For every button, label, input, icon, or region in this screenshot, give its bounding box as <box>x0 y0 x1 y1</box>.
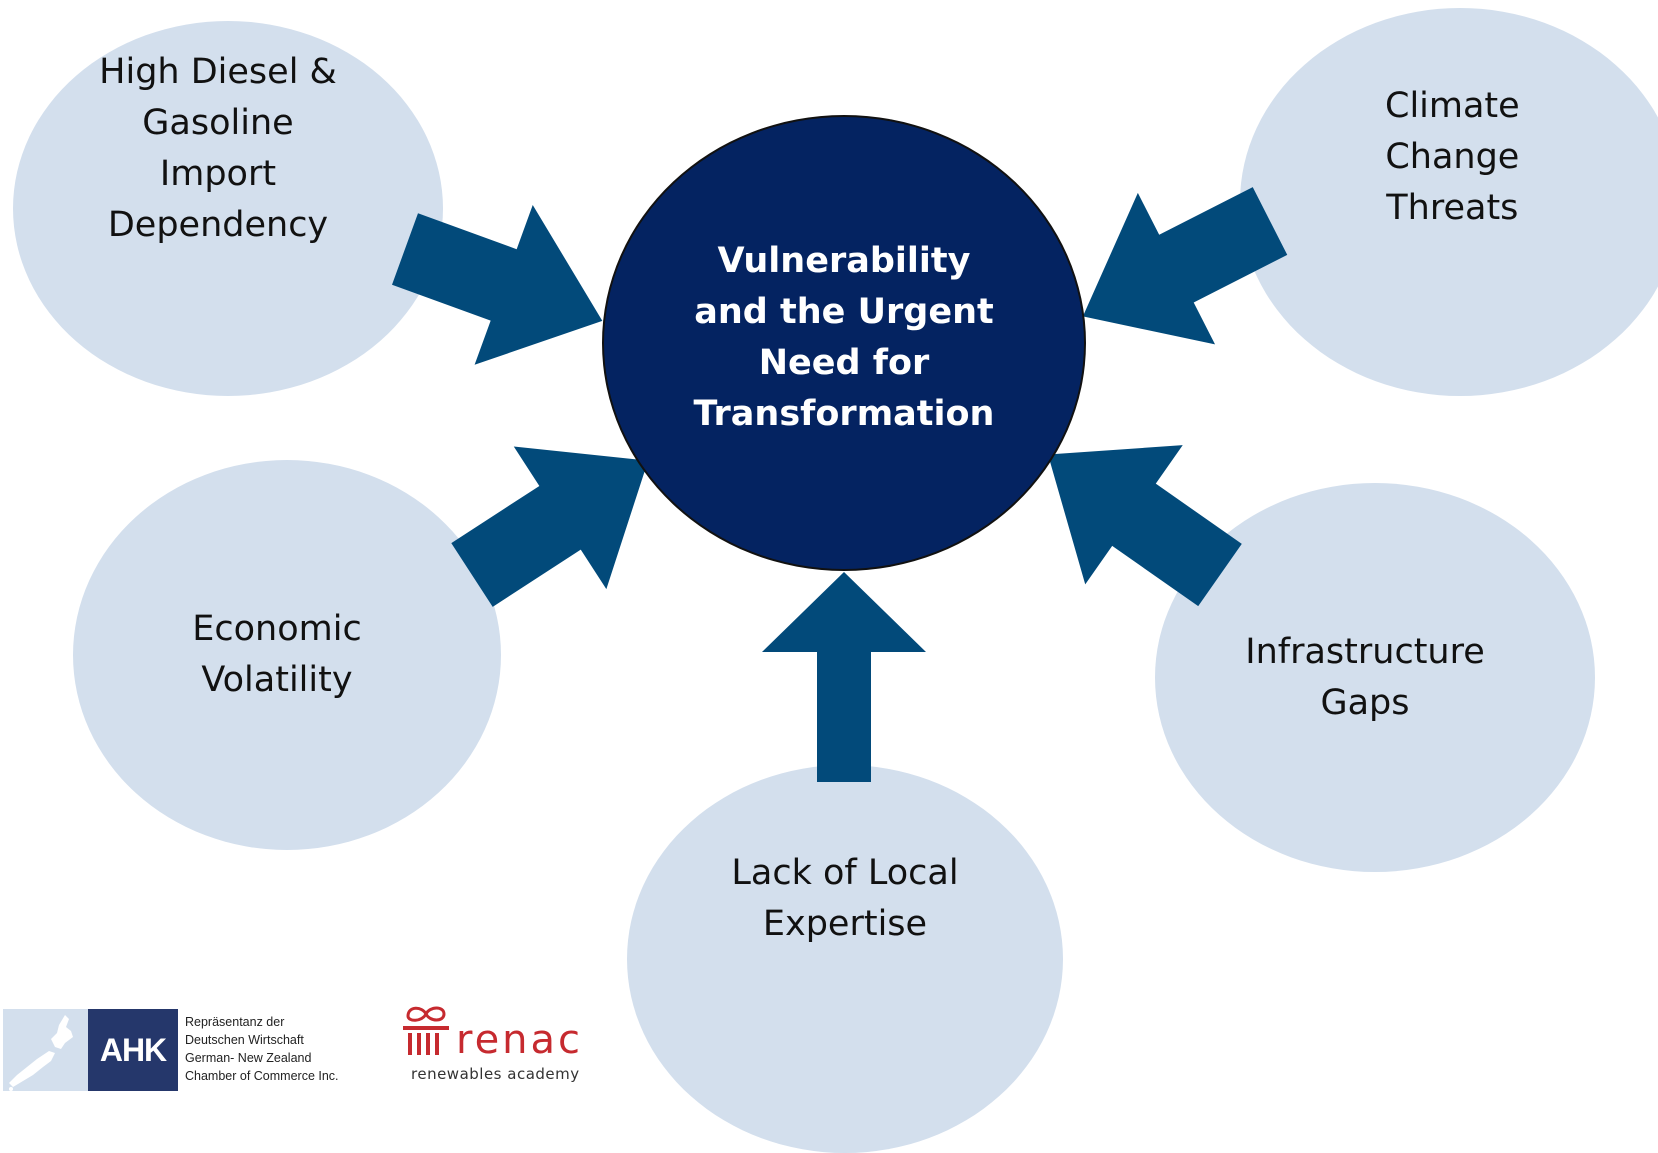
ahk-logo: AHK Repräsentanz der Deutschen Wirtschaf… <box>3 1009 363 1091</box>
factor-local-expertise: Lack of Local Expertise <box>627 765 1063 1153</box>
arrow-climate <box>1082 187 1288 345</box>
renac-column-icon <box>403 1006 449 1055</box>
factor-climate-label: Climate Change Threats <box>1385 85 1520 228</box>
renac-logo: renac renewables academy <box>398 1002 588 1092</box>
renac-tagline: renewables academy <box>411 1065 580 1083</box>
factor-economic-label: Economic Volatility <box>192 609 362 700</box>
factor-climate-change: Climate Change Threats <box>1240 8 1658 396</box>
factor-infrastructure-label: Infrastructure Gaps <box>1245 631 1485 723</box>
factor-diesel-dependency: High Diesel & Gasoline Import Dependency <box>13 21 443 396</box>
arrow-diesel <box>392 205 603 365</box>
arrow-infrastructure <box>1047 445 1242 607</box>
center-label: Vulnerability and the Urgent Need for Tr… <box>693 241 995 434</box>
factor-diesel-label: High Diesel & Gasoline Import Dependency <box>99 51 337 245</box>
renac-name: renac <box>456 1017 584 1063</box>
factor-economic-volatility: Economic Volatility <box>73 460 501 850</box>
center-vulnerability: Vulnerability and the Urgent Need for Tr… <box>602 115 1086 571</box>
factor-expertise-label: Lack of Local Expertise <box>731 853 959 944</box>
ahk-abbr: AHK <box>88 1009 178 1091</box>
ahk-text: Repräsentanz der Deutschen Wirtschaft Ge… <box>185 1015 339 1083</box>
new-zealand-map-icon <box>3 1009 88 1091</box>
arrow-expertise <box>762 572 926 782</box>
arrow-economic <box>451 446 649 607</box>
